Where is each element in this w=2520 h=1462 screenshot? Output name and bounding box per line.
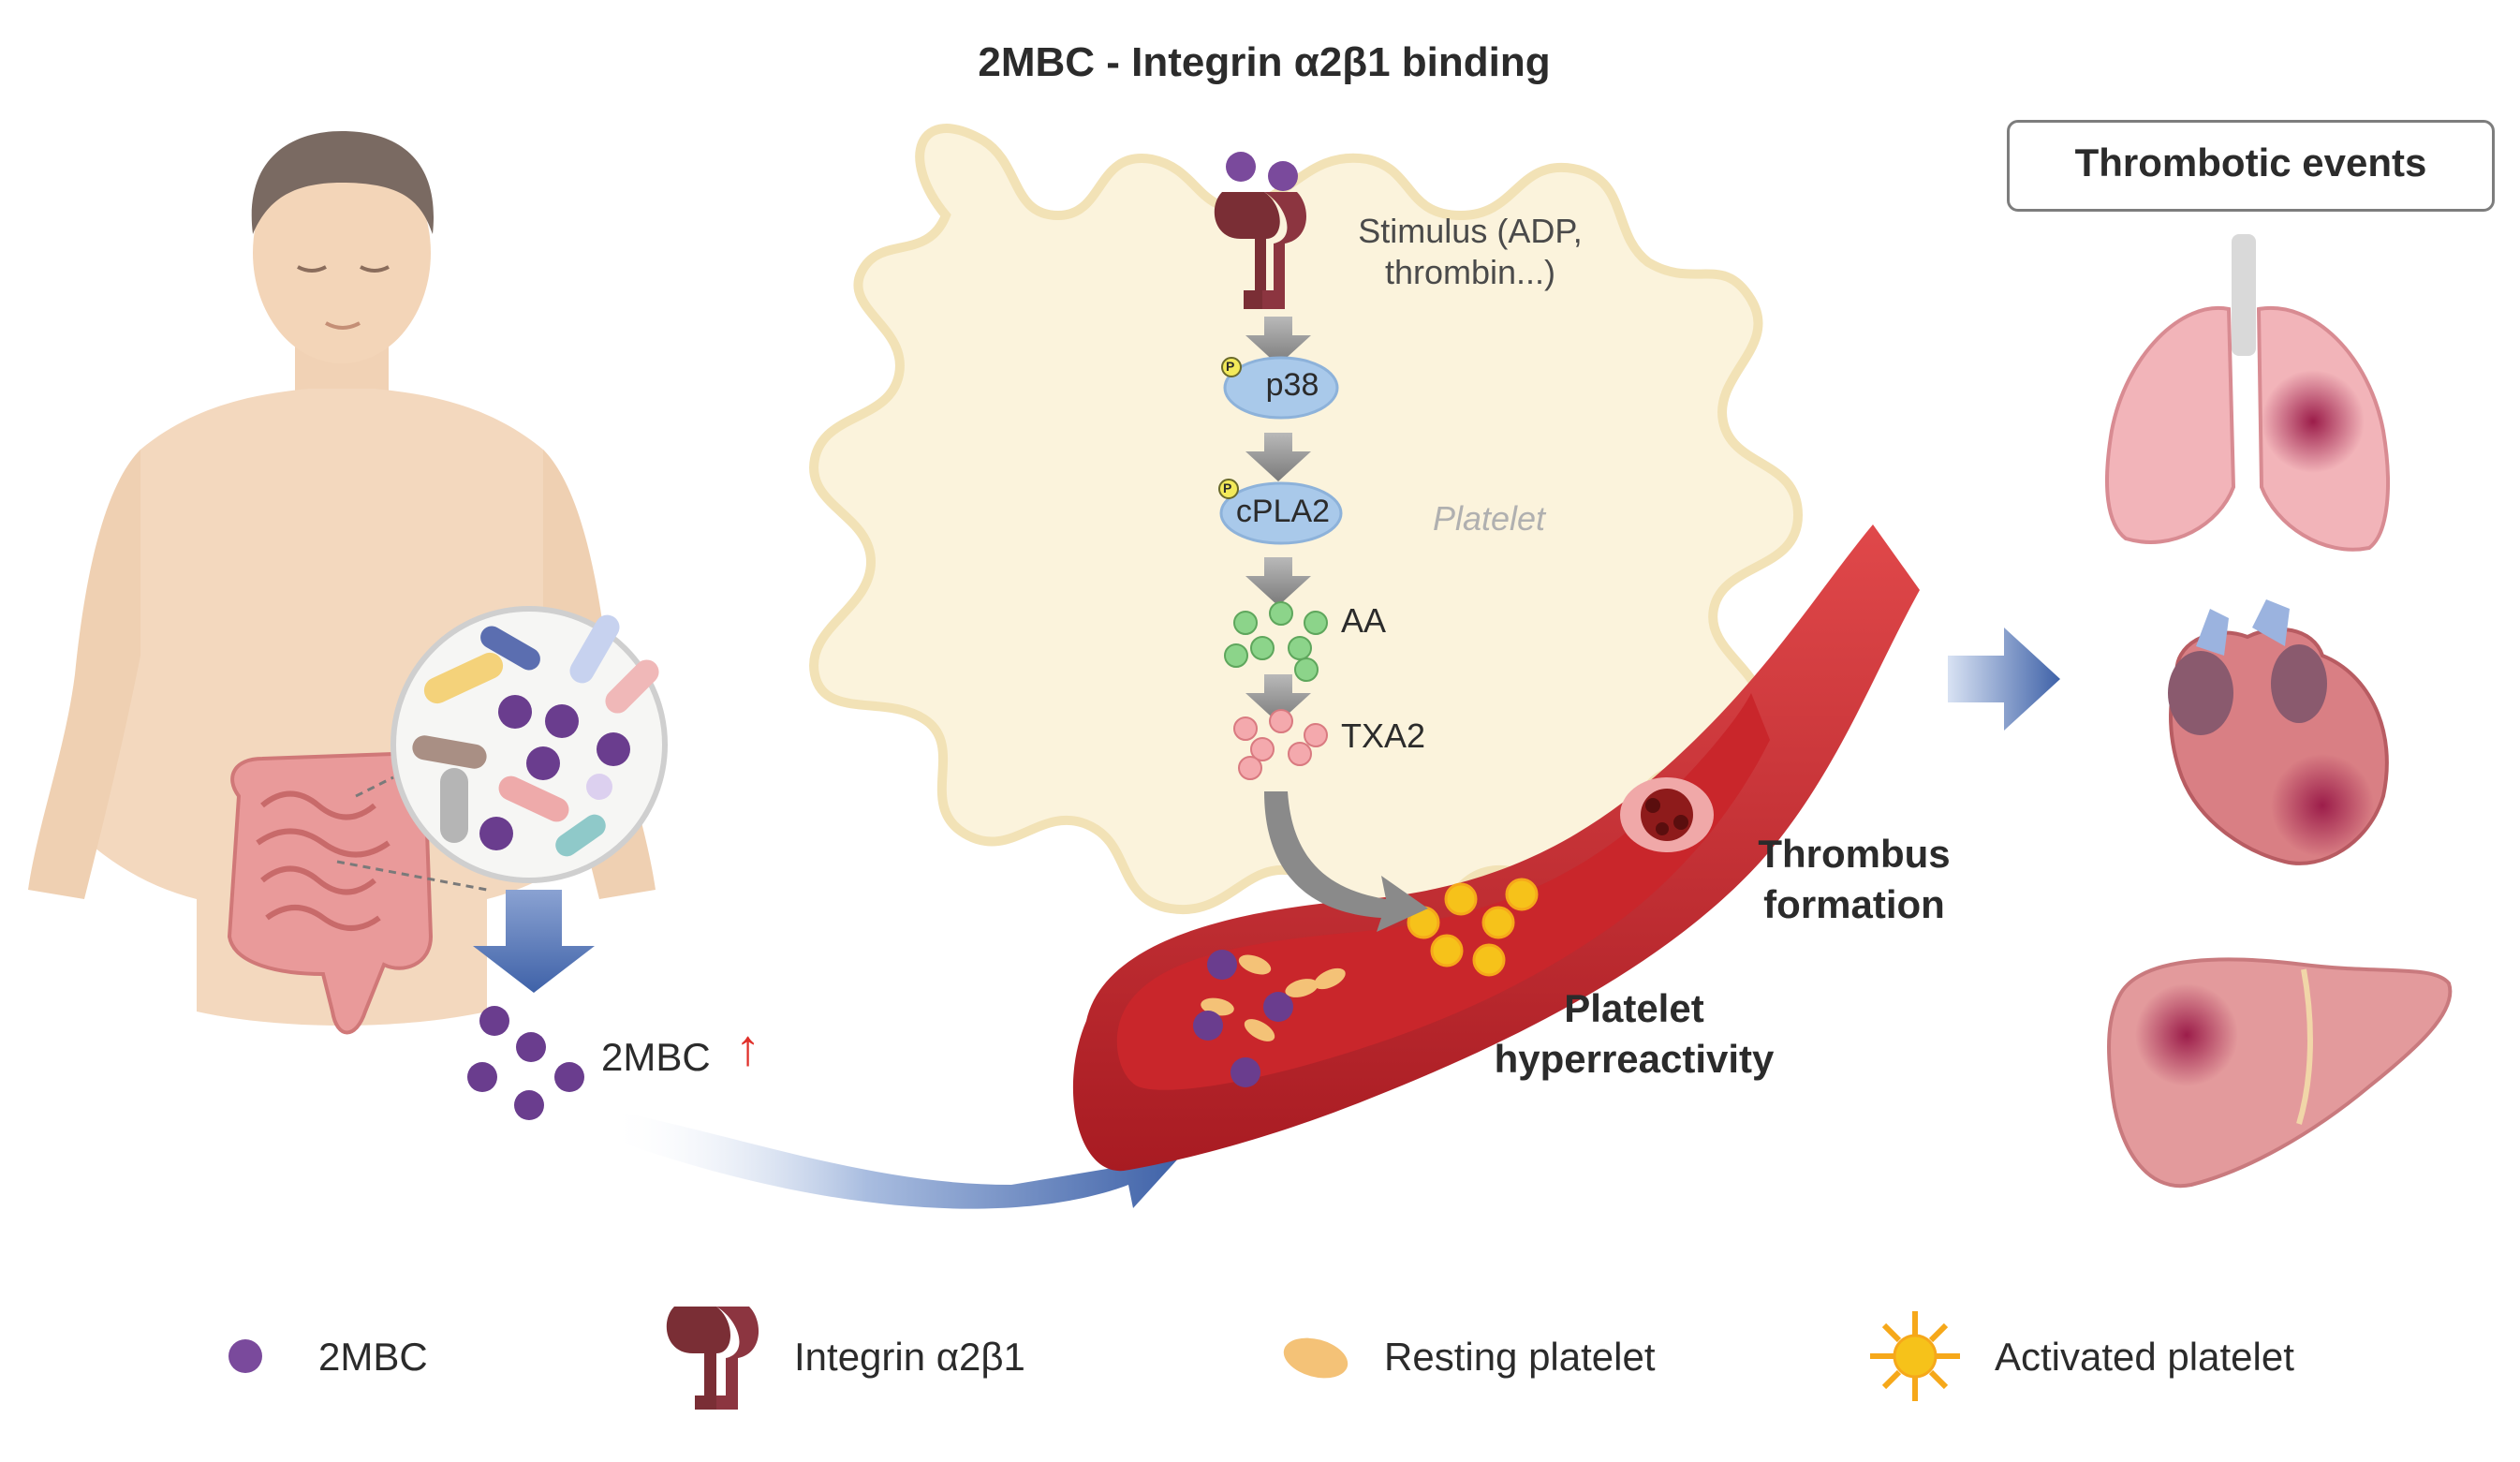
increase-arrow-icon: ↑ (735, 1020, 760, 1076)
microbiota-zoom-circle (336, 606, 668, 892)
resting-platelet-cluster (1201, 954, 1346, 1041)
txa2-label: TXA2 (1341, 716, 1426, 755)
txa2-to-vessel-arrow (1264, 791, 1428, 932)
resting-platelet-icon (1283, 1337, 1348, 1379)
lung-icon (2105, 234, 2390, 552)
intestine-icon (227, 751, 434, 1035)
thrombotic-events-title: Thrombotic events (2074, 140, 2427, 185)
phospho-mark-cpla2 (1218, 479, 1239, 499)
integrin-icon (666, 1307, 759, 1410)
activated-platelet-cluster (1407, 878, 1539, 977)
liver-icon (2107, 957, 2453, 1189)
legend-activated-platelet-label: Activated platelet (1995, 1335, 2294, 1379)
2mbc-increase-label: 2MBC (601, 1035, 711, 1079)
phospho-mark-p38 (1221, 357, 1242, 377)
to-outcomes-arrow (1948, 628, 2060, 731)
aa-label: AA (1341, 601, 1387, 640)
2mbc-cluster (467, 1006, 584, 1120)
pathway-step-arrows (1245, 317, 1311, 723)
stimulus-label: Stimulus (ADP, thrombin...) (1358, 212, 1583, 291)
down-arrow (473, 890, 595, 993)
aa-molecules (1224, 601, 1328, 682)
phospho-letter-cpla2: P (1223, 480, 1232, 495)
vessel-2mbc-molecules (1193, 950, 1293, 1087)
2mbc-molecule-icon (228, 1339, 262, 1373)
thrombotic-events-box (2007, 120, 2495, 212)
cpla2-oval (1219, 481, 1343, 545)
cpla2-label: cPLA2 (1235, 494, 1331, 529)
legend-resting-platelet-label: Resting platelet (1384, 1335, 1656, 1379)
legend-integrin-label: Integrin α2β1 (794, 1335, 1025, 1379)
heart-icon (2168, 599, 2389, 865)
legend-2mbc-label: 2MBC (318, 1335, 428, 1379)
txa2-molecules (1233, 709, 1328, 780)
p38-label: p38 (1265, 367, 1319, 403)
flow-arrow (609, 1110, 1180, 1209)
integrin-receptor (1214, 152, 1306, 309)
thrombus-formation-label: Thrombus formation (1758, 832, 1951, 926)
activated-platelet-icon (1870, 1311, 1960, 1401)
phospho-letter-p38: P (1226, 359, 1235, 374)
platelet-hyperreactivity-label: Platelet hyperreactivity (1494, 986, 1775, 1081)
p38-oval (1223, 356, 1339, 420)
pathway-title: 2MBC - Integrin α2β1 binding (978, 39, 1551, 85)
blood-vessel-illustration (1072, 524, 1920, 1172)
platelet-cell-label: Platelet (1432, 499, 1546, 538)
